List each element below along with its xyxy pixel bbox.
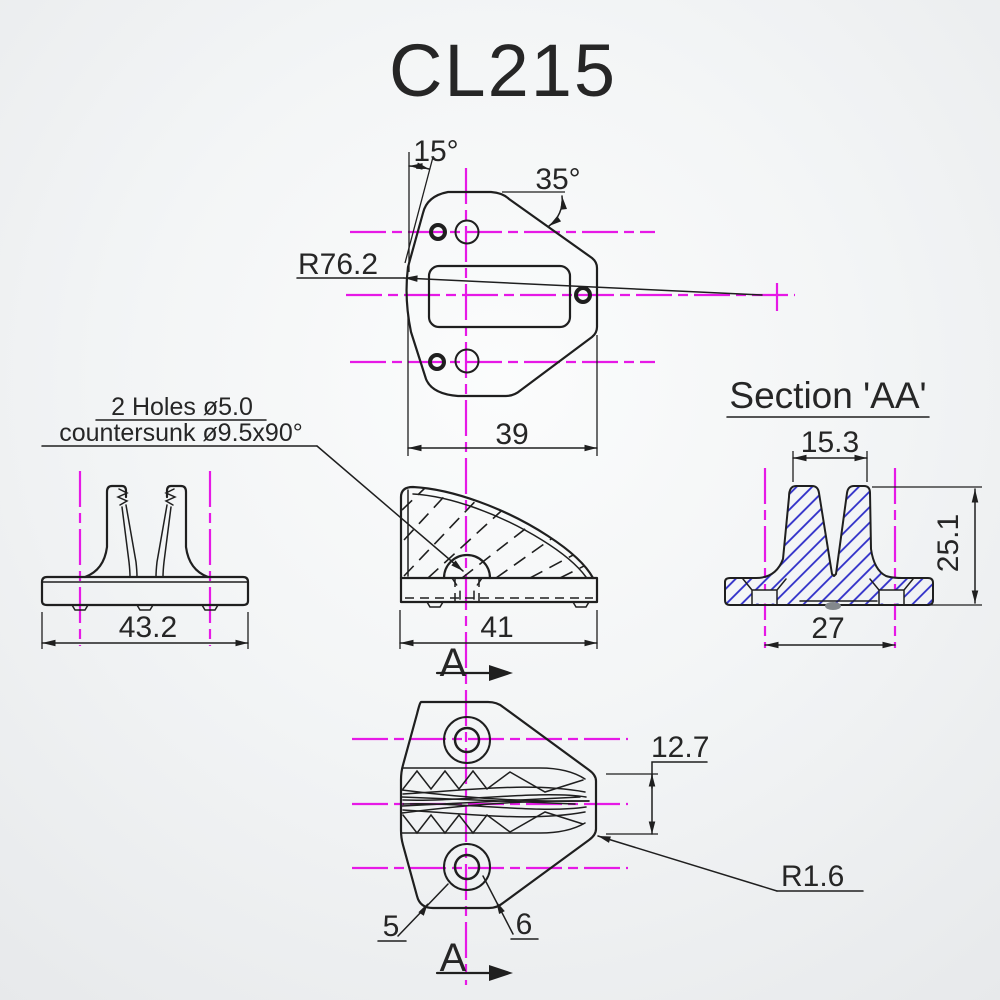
side-view: 41 A xyxy=(399,485,599,685)
bottom-view-countersink-upper xyxy=(443,716,491,764)
dim251-label: 25.1 xyxy=(932,514,965,572)
section-profile xyxy=(724,485,934,606)
front-view-prong-right xyxy=(165,484,210,579)
callout5-arrowhead xyxy=(418,903,428,916)
hole-note-leader xyxy=(316,445,464,572)
top-view: 15° 35° R76.2 39 xyxy=(296,135,763,456)
section-view: Section 'AA' 15.3 25.1 27 xyxy=(724,375,982,649)
front-view-base xyxy=(40,575,250,607)
front-view: 2 Holes ø5.0 countersunk ø9.5x90° 43.2 xyxy=(40,393,464,649)
section-hole-right xyxy=(879,590,904,604)
callout5-label: 5 xyxy=(383,910,400,943)
section-title: Section 'AA' xyxy=(729,375,926,416)
drawing-title: CL215 xyxy=(389,29,617,112)
front-view-foot-right xyxy=(201,604,219,611)
hole-note-line1: 2 Holes ø5.0 xyxy=(111,393,253,421)
side-view-wedge-outline xyxy=(399,485,595,580)
dim27-label: 27 xyxy=(811,612,844,645)
callout6-arrowhead xyxy=(496,901,505,914)
bottom-view-jaws xyxy=(401,767,590,835)
front-view-prong-left xyxy=(83,484,128,579)
top-view-hole-small-upper xyxy=(429,223,447,241)
front-view-prong-left-inner2 xyxy=(121,506,131,578)
hole-note-line2: countersunk ø9.5x90° xyxy=(59,419,302,447)
angle15-arc xyxy=(408,162,430,170)
section-hole-right-edges xyxy=(869,578,914,605)
section-label-top: A xyxy=(440,641,467,685)
top-view-outline xyxy=(405,190,599,398)
section-hole-left xyxy=(752,590,777,604)
front-view-serration-left xyxy=(116,488,129,506)
top-view-hole-large-upper xyxy=(454,219,480,245)
radius16-label: R1.6 xyxy=(781,860,844,893)
side-view-wedge-inner-edge xyxy=(412,493,587,578)
dim127-shoulder xyxy=(648,761,708,835)
bottom-view-hole-lower xyxy=(453,853,481,881)
angle35-arc xyxy=(548,195,567,227)
dim432-label: 43.2 xyxy=(119,611,177,644)
top-view-hole-small-lower xyxy=(428,353,446,371)
side-view-hatch-lines xyxy=(401,487,593,578)
top-view-slot xyxy=(427,264,572,329)
front-view-prong-right-inner1 xyxy=(155,504,168,578)
front-view-prong-left-inner1 xyxy=(125,504,138,578)
bottom-view-countersink-lower xyxy=(443,843,491,891)
section-arrow-top-head xyxy=(489,665,513,681)
radius-label: R76.2 xyxy=(298,248,378,281)
top-view-hole-large-lower xyxy=(454,348,480,374)
front-view-foot-left xyxy=(71,604,89,611)
front-view-foot-mid xyxy=(136,604,154,611)
side-view-base xyxy=(399,576,599,604)
section-center-bump xyxy=(825,602,841,610)
dim39-label: 39 xyxy=(495,418,528,451)
front-view-serration-right xyxy=(164,488,177,506)
bottom-view-hole-upper xyxy=(453,726,481,754)
callout6-label: 6 xyxy=(516,908,533,941)
bottom-view: 12.7 R1.6 5 6 A xyxy=(377,700,864,981)
angle15-label: 15° xyxy=(413,135,458,168)
angle35-label: 35° xyxy=(535,163,580,196)
dim153-label: 15.3 xyxy=(801,426,859,459)
section-hole-left-edges xyxy=(742,578,787,605)
radius-line xyxy=(403,275,763,296)
side-view-foot-left xyxy=(426,601,444,608)
radius16-leader xyxy=(597,835,778,892)
top-view-hole-right xyxy=(574,286,592,304)
dim127-label: 12.7 xyxy=(651,731,709,764)
section-arrow-bottom-head xyxy=(489,965,513,981)
side-view-foot-right xyxy=(572,601,590,608)
angle15-extension-slant xyxy=(404,156,434,264)
bottom-view-outline xyxy=(399,700,598,910)
side-view-countersink-arc xyxy=(442,553,492,580)
front-view-prong-right-inner2 xyxy=(162,506,172,578)
dim41-label: 41 xyxy=(480,611,513,644)
